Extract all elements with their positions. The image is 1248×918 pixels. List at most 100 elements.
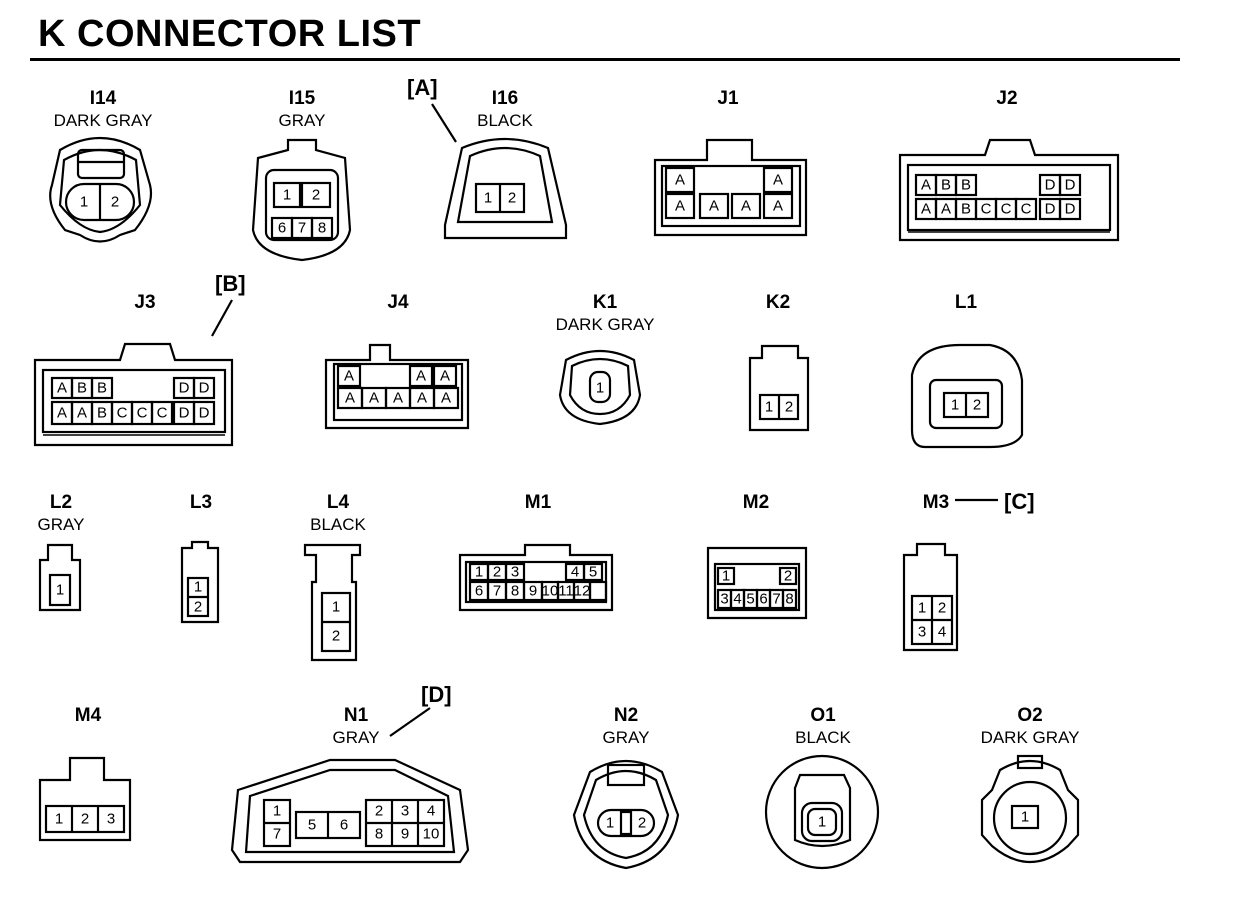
pin: 1 bbox=[194, 579, 202, 596]
pin: 1 bbox=[606, 815, 614, 832]
connector-label-l1: L1 bbox=[954, 292, 978, 313]
pin: 1 bbox=[722, 568, 730, 585]
pin: A bbox=[709, 198, 719, 215]
pin: 8 bbox=[785, 591, 793, 608]
pin: B bbox=[97, 380, 107, 397]
pin: 2 bbox=[375, 803, 383, 820]
callout-c: [C] bbox=[1004, 489, 1035, 514]
callout-b: [B] bbox=[215, 271, 246, 296]
pin: A bbox=[773, 198, 783, 215]
connector-k2: 1 2 bbox=[748, 344, 810, 432]
callout-leaders bbox=[211, 103, 998, 737]
pin: 1 bbox=[765, 399, 773, 416]
pin: 1 bbox=[818, 814, 826, 831]
connector-label-l3: L3 bbox=[189, 492, 213, 513]
pin-cell bbox=[336, 364, 362, 388]
pin-cell bbox=[1058, 173, 1082, 197]
pin-cell bbox=[192, 376, 216, 400]
pin: 1 bbox=[918, 600, 926, 617]
pin: A bbox=[675, 172, 685, 189]
connector-label-m1: M1 bbox=[524, 492, 552, 513]
pin: 5 bbox=[746, 591, 754, 608]
pin-cell bbox=[192, 400, 216, 426]
connector-l4: 1 2 bbox=[303, 543, 362, 662]
pin: D bbox=[199, 405, 210, 422]
pin: 11 bbox=[558, 583, 574, 600]
pin: 3 bbox=[720, 591, 728, 608]
pin: 7 bbox=[273, 826, 281, 843]
pin: A bbox=[57, 405, 67, 422]
connector-l2: 1 bbox=[38, 543, 82, 612]
pin: 10 bbox=[542, 583, 559, 600]
connector-k1: 1 bbox=[558, 350, 642, 426]
pin: D bbox=[1065, 177, 1076, 194]
pin: A bbox=[393, 390, 403, 407]
pin: 1 bbox=[475, 564, 483, 581]
pin: 2 bbox=[81, 811, 89, 828]
pin: 1 bbox=[596, 380, 604, 397]
pin: A bbox=[675, 198, 685, 215]
pin: 1 bbox=[484, 190, 492, 207]
pin: 1 bbox=[55, 811, 63, 828]
pin: 4 bbox=[571, 564, 579, 581]
pin: B bbox=[961, 201, 971, 218]
pin: A bbox=[440, 368, 450, 385]
connector-m3: 1 2 3 4 bbox=[902, 542, 959, 652]
pin: B bbox=[961, 177, 971, 194]
pin: 3 bbox=[918, 624, 926, 641]
connector-o2: 1 bbox=[980, 754, 1080, 864]
pin: D bbox=[199, 380, 210, 397]
pin: C bbox=[157, 405, 168, 422]
pin: A bbox=[416, 368, 426, 385]
pin: 2 bbox=[508, 190, 516, 207]
pin: D bbox=[179, 405, 190, 422]
connector-m4: 1 2 3 bbox=[38, 756, 132, 842]
pin-cell bbox=[954, 173, 978, 197]
pin-cell bbox=[150, 400, 174, 426]
callout-d: [D] bbox=[421, 682, 452, 707]
pin-cell bbox=[1058, 197, 1082, 221]
title-rule bbox=[30, 58, 1180, 61]
pin: 2 bbox=[493, 564, 501, 581]
pin: 7 bbox=[772, 591, 780, 608]
pin: 1 bbox=[951, 397, 959, 414]
pin-cell bbox=[504, 562, 526, 582]
pin: 1 bbox=[1021, 809, 1029, 826]
pin-cell bbox=[408, 364, 434, 388]
pin: A bbox=[345, 390, 355, 407]
pin: 2 bbox=[312, 187, 320, 204]
pin: 6 bbox=[475, 583, 483, 600]
pin: A bbox=[57, 380, 67, 397]
callout-a: [A] bbox=[407, 75, 438, 100]
pin: A bbox=[921, 201, 931, 218]
connector-label-k2: K2 bbox=[765, 292, 791, 313]
pin: C bbox=[1021, 201, 1032, 218]
pin: 7 bbox=[493, 583, 501, 600]
pin: 3 bbox=[401, 803, 409, 820]
pin-cell bbox=[778, 566, 798, 586]
pin: 2 bbox=[111, 194, 119, 211]
pin: 6 bbox=[340, 817, 348, 834]
pin: 2 bbox=[638, 815, 646, 832]
pin: 6 bbox=[278, 220, 286, 237]
connector-l1: 1 2 bbox=[910, 343, 1024, 449]
pin: 8 bbox=[375, 826, 383, 843]
pin: 1 bbox=[56, 582, 64, 599]
connector-o1: 1 bbox=[764, 754, 880, 870]
connector-label-j4: J4 bbox=[387, 292, 409, 313]
